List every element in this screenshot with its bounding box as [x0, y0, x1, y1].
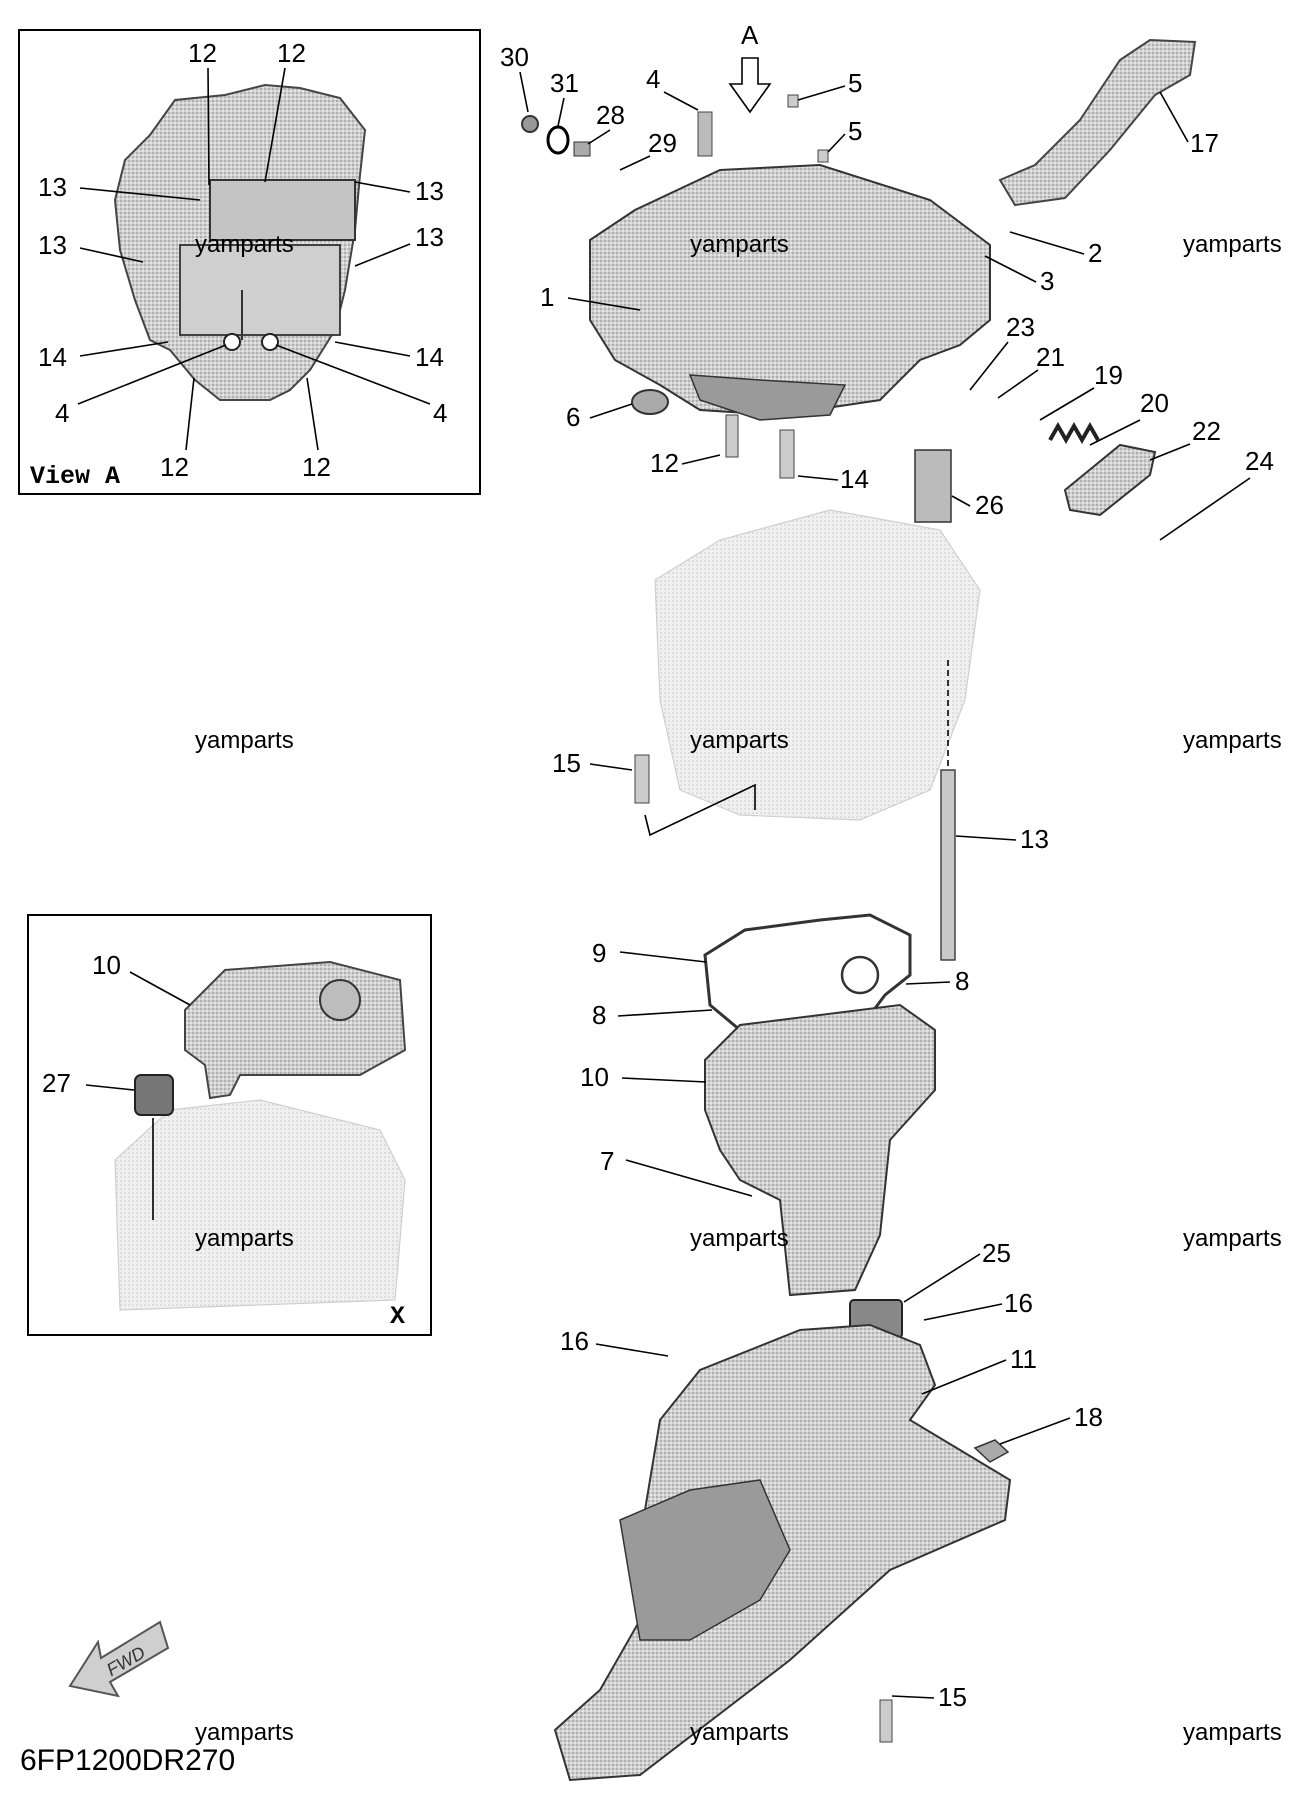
needle-bearing [134, 1074, 174, 1116]
callout-18: 18 [1074, 1402, 1103, 1432]
watermark: yamparts [195, 1719, 294, 1746]
callout-19: 19 [1094, 360, 1123, 390]
callout-12: 12 [650, 448, 679, 478]
bolt [725, 414, 739, 458]
callout-14: 14 [38, 342, 67, 372]
watermark: yamparts [195, 231, 294, 258]
bolt [697, 111, 713, 157]
exhaust-guide [704, 1003, 936, 1297]
view-x-ghost-case [114, 1099, 406, 1311]
arrow-a-label: A [741, 20, 759, 50]
pipe [914, 449, 952, 523]
callout-9: 9 [592, 938, 606, 968]
drain-plug [973, 1439, 1010, 1463]
watermark: yamparts [690, 1225, 789, 1252]
view-a-arrow: A [728, 20, 772, 114]
cover [1063, 443, 1157, 517]
ghost-cylinder [654, 509, 981, 821]
callout-14: 14 [840, 464, 869, 494]
callout-1: 1 [540, 282, 554, 312]
callout-24: 24 [1245, 446, 1274, 476]
callout-13: 13 [38, 230, 67, 260]
callout-30: 30 [500, 42, 529, 72]
callout-12: 12 [277, 38, 306, 68]
view-a-inset [18, 29, 481, 495]
callout-8: 8 [955, 966, 969, 996]
watermark: yamparts [690, 1719, 789, 1746]
callout-14: 14 [415, 342, 444, 372]
view-x-label: X [390, 1302, 405, 1331]
bolt [634, 754, 650, 804]
callout-16: 16 [560, 1326, 589, 1356]
view-a-label: View A [30, 462, 120, 491]
drawing-code: 6FP1200DR270 [20, 1744, 235, 1777]
watermark: yamparts [1183, 1719, 1282, 1746]
gasket [703, 913, 912, 1037]
callout-17: 17 [1190, 128, 1219, 158]
view-a-callouts: 12 12 13 13 13 13 14 14 4 4 12 12 View A [30, 38, 447, 491]
callout-6: 6 [566, 402, 580, 432]
callout-11: 11 [1010, 1344, 1037, 1374]
main-callouts: 30 31 28 29 4 5 5 17 2 3 1 23 21 19 20 2… [500, 42, 1274, 1712]
callout-2: 2 [1088, 238, 1102, 268]
callout-13: 13 [415, 222, 444, 252]
watermark: yamparts [1183, 727, 1282, 754]
callout-5: 5 [848, 68, 862, 98]
callout-29: 29 [648, 128, 677, 158]
callout-8: 8 [592, 1000, 606, 1030]
callout-7: 7 [600, 1146, 614, 1176]
callout-10: 10 [92, 950, 121, 980]
watermark: yamparts [1183, 231, 1282, 258]
bolt [779, 429, 795, 479]
screw [787, 94, 799, 108]
grommet [631, 389, 669, 415]
bolt [879, 1699, 893, 1743]
watermark: yamparts [1183, 1225, 1282, 1252]
view-x-housing [184, 960, 407, 1100]
callout-22: 22 [1192, 416, 1221, 446]
callout-12: 12 [160, 452, 189, 482]
callout-10: 10 [580, 1062, 609, 1092]
watermark: yamparts [195, 1225, 294, 1252]
callout-12: 12 [302, 452, 331, 482]
spring [1048, 421, 1100, 445]
bolt-hole [223, 333, 241, 351]
callout-13: 13 [1020, 824, 1049, 854]
watermark: yamparts [690, 727, 789, 754]
callout-4: 4 [55, 398, 69, 428]
view-x-inset: 10 27 X [27, 914, 432, 1336]
callout-28: 28 [596, 100, 625, 130]
watermark: yamparts [690, 231, 789, 258]
callout-16: 16 [1004, 1288, 1033, 1318]
callout-15: 15 [552, 748, 581, 778]
o-ring [546, 125, 570, 155]
callout-23: 23 [1006, 312, 1035, 342]
callout-13: 13 [38, 172, 67, 202]
screw [817, 149, 829, 163]
bushing [573, 141, 591, 157]
watermark: yamparts [195, 727, 294, 754]
callout-21: 21 [1036, 342, 1065, 372]
callout-3: 3 [1040, 266, 1054, 296]
callout-4: 4 [646, 64, 660, 94]
fwd-arrow: FWD [68, 1620, 170, 1698]
watermarks: yamparts yamparts yamparts yamparts yamp… [195, 231, 1282, 1746]
upper-casing [589, 163, 991, 421]
plug [521, 115, 539, 133]
callout-20: 20 [1140, 388, 1169, 418]
callout-25: 25 [982, 1238, 1011, 1268]
shaft-housing-pipe [998, 38, 1197, 207]
callout-31: 31 [550, 68, 579, 98]
callout-13: 13 [415, 176, 444, 206]
callout-15: 15 [938, 1682, 967, 1712]
callout-26: 26 [975, 490, 1004, 520]
callout-12: 12 [188, 38, 217, 68]
callout-27: 27 [42, 1068, 71, 1098]
long-bolt [940, 769, 956, 961]
callout-5: 5 [848, 116, 862, 146]
bolt-hole [261, 333, 279, 351]
callout-4: 4 [433, 398, 447, 428]
